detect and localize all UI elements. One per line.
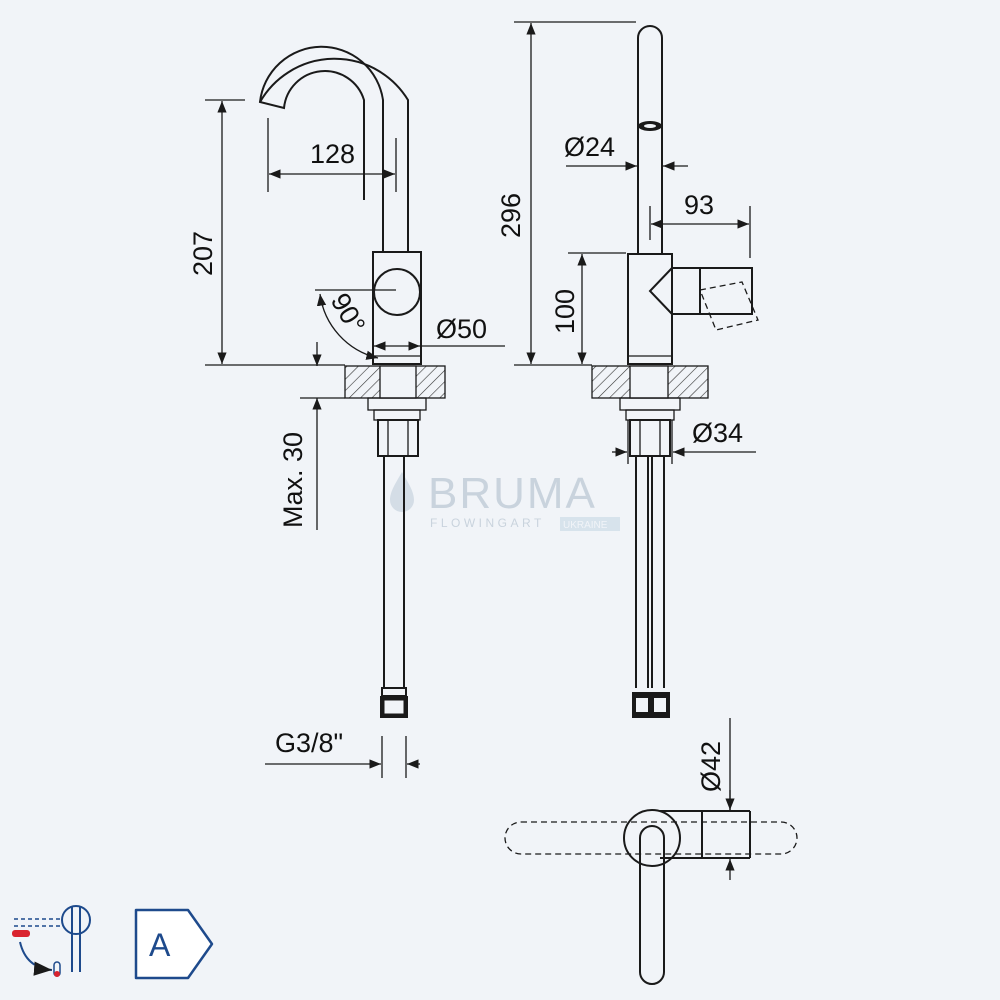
dim-body-height: 100 [550,289,580,334]
top-view: Ø42 [504,718,798,985]
cold-start-mixer-icon [12,905,91,977]
brand-watermark: BRUMA FLOWINGART UKRAINE [390,469,620,531]
dim-max-deck: Max. 30 [278,432,308,528]
dim-total-height: 296 [496,193,526,238]
brand-tagline: FLOWINGART [430,516,545,530]
spout-side-outline [637,25,663,254]
dim-handle-length: 93 [684,190,714,220]
fixing-nut-side [629,419,671,457]
dim-thread: G3/8" [275,728,343,758]
dim-spout-reach: 128 [310,139,355,169]
energy-class-label: A [149,927,171,963]
fixing-nut [377,419,419,457]
dim-spout-height: 207 [188,231,218,276]
dim-body-diameter: Ø50 [436,314,487,344]
spout-outline [258,45,384,252]
lever-swing-range [504,821,798,855]
brand-region: UKRAINE [563,520,608,531]
mixer-body-side [627,253,673,365]
dim-angle: 90° [325,288,371,338]
body-top [623,809,681,867]
dim-spout-diameter: Ø24 [564,132,615,162]
energy-class-badge-icon: A [134,908,214,980]
front-view: 128 207 90° Ø50 Max. 30 G3/8" [188,45,505,778]
water-drop-icon [390,472,414,512]
side-view: 296 Ø24 93 100 Ø34 [496,21,759,718]
dim-handle-diameter: Ø42 [696,741,726,792]
dim-shank-diameter: Ø34 [692,418,743,448]
lever-handle [672,267,701,315]
handle-hub [373,268,421,316]
brand-name: BRUMA [428,469,597,518]
